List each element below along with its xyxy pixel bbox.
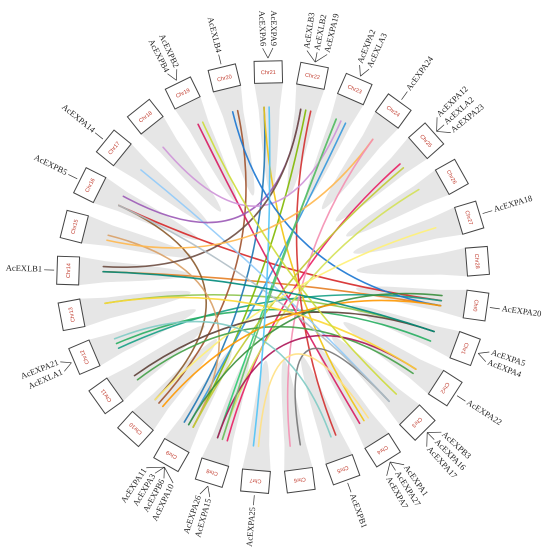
gene-label: AcEXPB5	[33, 152, 70, 177]
gene-label: AcEXLB1	[6, 263, 43, 274]
gene-label: AcEXPB1	[348, 492, 370, 529]
gene-tick	[315, 54, 327, 62]
chromosome-chr28: Chr28	[465, 246, 489, 276]
gene-tick	[208, 486, 210, 497]
gene-tick	[387, 462, 390, 476]
gene-tick	[253, 495, 254, 505]
chromosome-chr6: Chr6	[285, 468, 316, 493]
gene-tick	[427, 433, 434, 440]
chromosome-band	[357, 248, 468, 277]
chromosome-chr7: Chr7	[241, 469, 271, 493]
chromosome-label: Chr7	[249, 477, 261, 484]
chromosome-label: Chr21	[261, 70, 276, 76]
gene-label: AcEXPA25	[244, 507, 257, 548]
gene-tick	[478, 352, 489, 353]
gene-tick	[263, 48, 268, 58]
gene-tick	[60, 362, 71, 363]
gene-tick	[360, 69, 369, 76]
gene-label: AcEXPA6	[257, 10, 269, 46]
gene-tick	[68, 174, 77, 178]
chromosome-band	[353, 207, 463, 254]
gene-tick	[483, 211, 493, 214]
chromosome-bands	[78, 82, 468, 472]
gene-label: AcEXPA9	[269, 10, 279, 46]
gene-tick	[437, 125, 444, 132]
gene-tick	[490, 307, 500, 308]
gene-tick	[348, 483, 351, 492]
gene-tick	[168, 74, 177, 81]
gene-tick	[390, 462, 395, 470]
gene-tick	[146, 467, 164, 468]
gene-tick	[360, 65, 361, 76]
gene-label: AcEXPA22	[465, 397, 504, 427]
gene-label: AcEXLB4	[206, 16, 225, 54]
chromosome-chr14: Chr14	[57, 256, 80, 285]
chromosome-chr22: Chr22	[297, 62, 329, 89]
gene-tick	[390, 462, 404, 465]
gene-label: AcEXPA24	[404, 54, 436, 93]
synteny-link	[264, 107, 364, 420]
gene-label: AcEXPA14	[60, 102, 98, 135]
gene-tick	[307, 51, 315, 63]
gene-label: AcEXPA18	[492, 193, 533, 214]
chromosome-label: Chr28	[473, 254, 480, 269]
chromosome-label: Chr14	[66, 263, 72, 278]
gene-tick	[95, 133, 103, 139]
gene-tick	[64, 363, 71, 372]
gene-tick	[478, 353, 486, 361]
chromosome-band	[254, 82, 283, 193]
gene-tick	[219, 55, 221, 65]
gene-tick	[164, 467, 173, 483]
gene-tick	[315, 52, 317, 62]
gene-tick	[437, 131, 451, 132]
gene-label: AcEXPA20	[501, 303, 542, 318]
gene-tick	[268, 48, 273, 58]
gene-tick	[402, 92, 408, 100]
chromosome-chr21: Chr21	[254, 61, 282, 84]
gene-tick	[155, 467, 164, 473]
gene-tick	[457, 396, 465, 401]
chromosome-chr13: Chr13	[58, 299, 85, 331]
gene-tick	[200, 486, 208, 494]
chromosome-chr0: Chr0	[463, 290, 489, 321]
